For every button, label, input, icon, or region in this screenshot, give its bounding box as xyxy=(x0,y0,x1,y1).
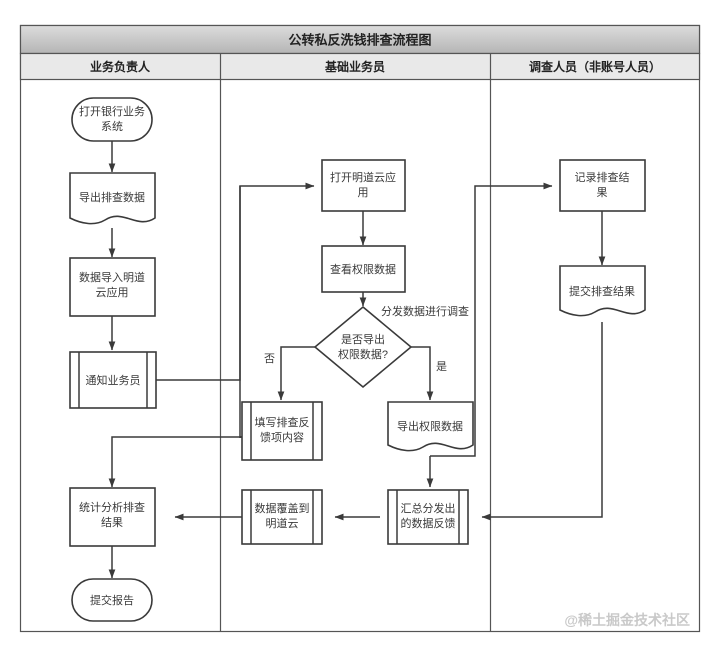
edge-label-distribute: 分发数据进行调查 xyxy=(381,304,469,318)
node-submit-report[interactable]: 提交报告 xyxy=(71,578,153,622)
node-notify-clerk[interactable]: 通知业务员 xyxy=(69,351,157,409)
node-import-line2: 云应用 xyxy=(96,285,129,299)
node-notify-clerk-label: 通知业务员 xyxy=(86,373,141,387)
node-export-permission-data[interactable]: 导出权限数据 xyxy=(387,401,474,452)
node-export-check-data-label: 导出排查数据 xyxy=(79,190,145,204)
edge-label-yes: 是 xyxy=(436,360,447,373)
node-decision-line1: 是否导出 xyxy=(341,332,385,346)
node-open-bank-system[interactable]: 打开银行业务 系统 xyxy=(71,97,153,142)
node-view-permission-label: 查看权限数据 xyxy=(330,262,396,276)
node-submit-report-label: 提交报告 xyxy=(90,593,134,607)
node-record-result[interactable]: 记录排查结 果 xyxy=(559,159,646,212)
node-view-permission-data[interactable]: 查看权限数据 xyxy=(321,245,406,293)
watermark: @稀土掘金技术社区 xyxy=(564,612,690,628)
node-overwrite-mingdao[interactable]: 数据覆盖到 明道云 xyxy=(241,489,323,545)
edge-fill-to-stats xyxy=(108,436,244,488)
edge-decision-no xyxy=(277,346,315,401)
node-record-line1: 记录排查结 xyxy=(575,170,630,184)
node-aggregate-feedback[interactable]: 汇总分发出 的数据反馈 xyxy=(387,489,469,545)
node-open-bank-system-line1: 打开银行业务 xyxy=(79,104,145,118)
diagram-title: 公转私反洗钱排查流程图 xyxy=(288,33,431,48)
node-overwrite-line2: 明道云 xyxy=(266,516,299,530)
lane-header-investigator: 调查人员（非账号人员） xyxy=(529,59,661,74)
node-openapp-line1: 打开明道云应 xyxy=(330,170,396,184)
node-overwrite-line1: 数据覆盖到 xyxy=(255,501,310,515)
node-open-mingdao-app[interactable]: 打开明道云应 用 xyxy=(321,159,406,212)
lane-header-row xyxy=(19,52,701,81)
node-statistics-analysis[interactable]: 统计分析排查 结果 xyxy=(69,487,156,547)
node-fill-line1: 填写排查反 xyxy=(255,415,310,429)
node-fill-line2: 馈项内容 xyxy=(260,430,304,444)
node-import-line1: 数据导入明道 xyxy=(79,270,145,284)
node-decision-export-permission[interactable]: 是否导出 权限数据? xyxy=(313,305,413,389)
lane-header-clerk: 基础业务员 xyxy=(324,59,385,74)
node-open-bank-system-line2: 系统 xyxy=(101,120,123,133)
node-aggregate-line2: 的数据反馈 xyxy=(401,516,456,530)
edge-exportperm-to-record xyxy=(430,182,553,457)
node-export-check-data[interactable]: 导出排查数据 xyxy=(69,172,156,225)
edge-submitresult-to-aggregate xyxy=(481,322,603,521)
edge-decision-yes xyxy=(411,346,434,401)
node-stats-line2: 结果 xyxy=(101,516,123,529)
node-export-permission-label: 导出权限数据 xyxy=(397,419,463,433)
connectors xyxy=(108,141,606,579)
lane-header-owner: 业务负责人 xyxy=(90,59,151,74)
node-decision-line2: 权限数据? xyxy=(338,347,388,361)
node-stats-line1: 统计分析排查 xyxy=(79,500,145,514)
edge-label-no: 否 xyxy=(264,353,275,365)
node-import-to-mingdao[interactable]: 数据导入明道 云应用 xyxy=(69,257,156,317)
node-record-line2: 果 xyxy=(597,186,608,199)
node-openapp-line2: 用 xyxy=(358,187,369,199)
node-aggregate-line1: 汇总分发出 xyxy=(401,501,456,515)
node-fill-feedback[interactable]: 填写排查反 馈项内容 xyxy=(241,401,323,461)
node-submit-result-label: 提交排查结果 xyxy=(569,284,635,298)
node-submit-result[interactable]: 提交排查结果 xyxy=(559,265,646,317)
title-bar xyxy=(19,24,701,55)
